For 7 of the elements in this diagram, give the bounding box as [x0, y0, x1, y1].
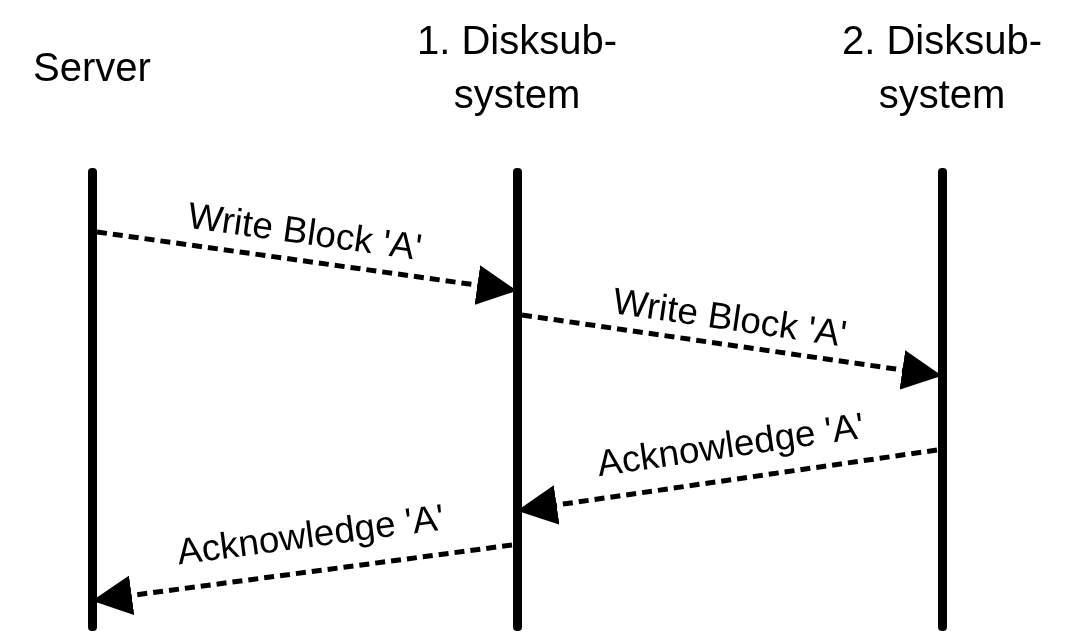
participant-label: 1. Disksub- system: [415, 17, 619, 118]
message-label: Acknowledge 'A': [174, 497, 447, 573]
message-label: Write Block 'A': [185, 195, 425, 269]
message-label: Write Block 'A': [610, 281, 850, 355]
participant-label: Server: [32, 44, 152, 91]
participant-label: 2. Disksub- system: [840, 17, 1044, 118]
message-label: Acknowledge 'A': [594, 405, 867, 485]
